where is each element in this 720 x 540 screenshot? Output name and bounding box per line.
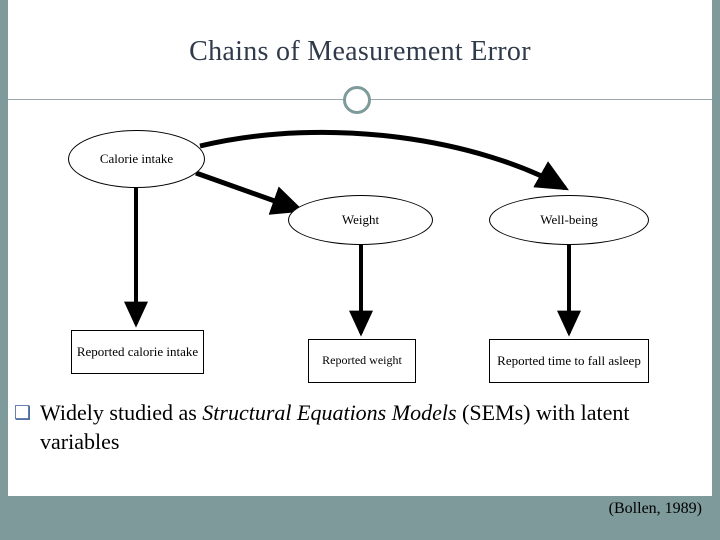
bottom-accent-bar xyxy=(0,496,720,540)
bullet-list: ❑ Widely studied as Structural Equations… xyxy=(14,398,704,457)
bullet-text-part1: Widely studied as xyxy=(40,400,203,425)
node-reported-time-to-fall-asleep: Reported time to fall asleep xyxy=(489,339,649,383)
node-label: Reported time to fall asleep xyxy=(497,352,641,368)
bullet-item-text: Widely studied as Structural Equations M… xyxy=(40,398,704,457)
node-weight: Weight xyxy=(288,195,433,245)
page-title: Chains of Measurement Error xyxy=(189,36,531,67)
node-label: Reported weight xyxy=(322,353,402,368)
edge-calorie-to-wellbeing xyxy=(199,129,569,191)
node-label: Reported calorie intake xyxy=(76,343,199,359)
node-label: Well-being xyxy=(540,211,598,227)
node-well-being: Well-being xyxy=(489,195,649,245)
bullet-text-emphasis: Structural Equations Models xyxy=(202,400,457,425)
node-label: Calorie intake xyxy=(99,150,174,166)
node-reported-weight: Reported weight xyxy=(308,339,416,383)
title-circle-ornament xyxy=(343,86,371,114)
node-calorie-intake: Calorie intake xyxy=(68,130,205,188)
path-diagram: Calorie intake Weight Well-being Reporte… xyxy=(0,110,720,400)
bullet-square-icon: ❑ xyxy=(14,403,32,424)
edge-calorie-to-weight xyxy=(195,170,305,215)
citation: (Bollen, 1989) xyxy=(608,500,702,517)
list-item: ❑ Widely studied as Structural Equations… xyxy=(14,398,704,457)
right-accent-bar xyxy=(712,0,720,540)
diagram-arrows xyxy=(124,129,581,337)
node-label: Weight xyxy=(341,211,380,227)
node-reported-calorie-intake: Reported calorie intake xyxy=(71,330,204,374)
left-accent-bar xyxy=(0,0,8,540)
bullet-text-part2: (SEMs) with latent variables xyxy=(40,400,630,455)
